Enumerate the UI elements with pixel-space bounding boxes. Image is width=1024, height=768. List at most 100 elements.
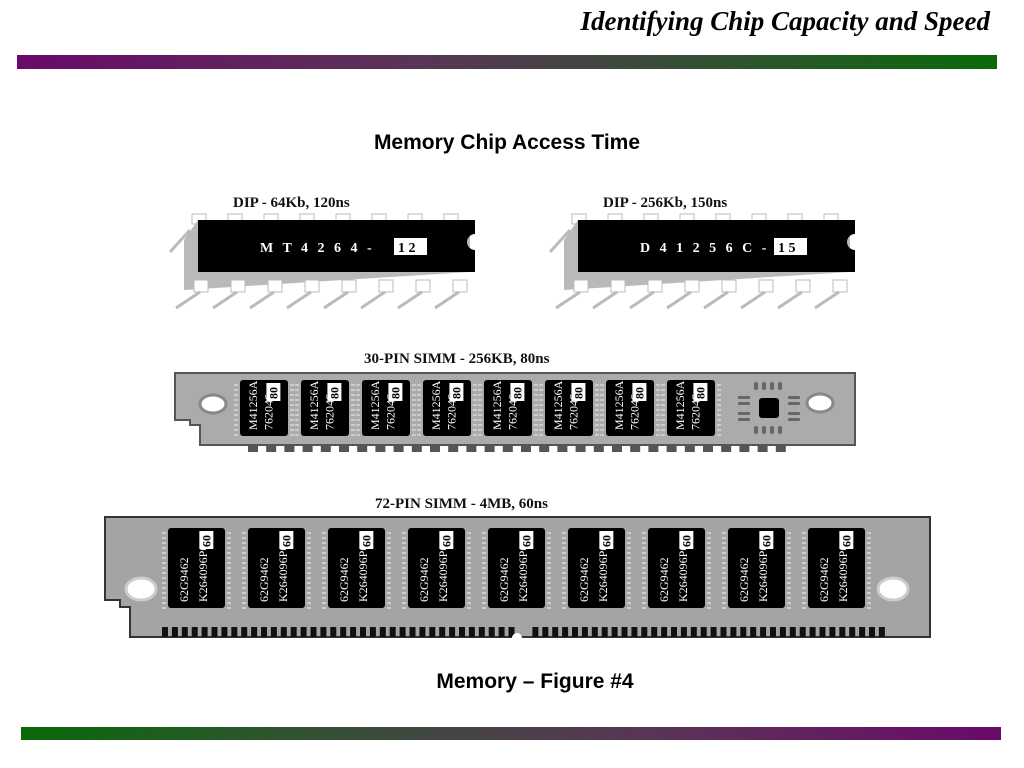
chip-lead (661, 404, 665, 406)
dip-part-number: D 4 1 2 5 6 C - (640, 241, 769, 256)
chip-lead (356, 434, 360, 436)
chip-lead (227, 542, 231, 544)
chip-lead (351, 414, 355, 416)
dip-bottom-pin (341, 279, 357, 293)
chip-lead (562, 607, 566, 609)
chip-lead (242, 547, 246, 549)
chip-lead (642, 607, 646, 609)
chip-lead (242, 587, 246, 589)
chip-lead (802, 552, 806, 554)
chip-lead (600, 419, 604, 421)
chip-lead (478, 409, 482, 411)
chip-lead (722, 547, 726, 549)
simm30-contact-pin (484, 444, 495, 452)
chip-lead (162, 547, 166, 549)
chip-lead (656, 384, 660, 386)
simm30-contact-pin (466, 444, 477, 452)
chip-speed-code: 60 (599, 535, 613, 547)
simm30-contact-pin (775, 444, 786, 452)
chip-lead (539, 399, 543, 401)
chip-lead (242, 562, 246, 564)
simm72-contact-pin (532, 627, 539, 637)
chip-lead (867, 542, 871, 544)
chip-lead (227, 577, 231, 579)
chip-lead (627, 557, 631, 559)
simm72-contact-pin (591, 627, 598, 637)
chip-lead (778, 382, 782, 390)
chip-lead (482, 587, 486, 589)
chip-lead (482, 582, 486, 584)
simm30-contact-pin (648, 444, 659, 452)
chip-lead (627, 532, 631, 534)
simm72-contact-pin (859, 627, 866, 637)
chip-lead (387, 562, 391, 564)
chip-lead (162, 552, 166, 554)
chip-speed-badge (759, 531, 774, 549)
chip-lead (656, 434, 660, 436)
chip-label-line1: 62G9462 (417, 557, 431, 602)
chip-lead (162, 592, 166, 594)
simm72-contact-pin (562, 627, 569, 637)
chip-lead (707, 567, 711, 569)
chip-lead (539, 389, 543, 391)
chip-lead (547, 582, 551, 584)
dip-bottom-pin (684, 279, 700, 293)
dip-bottom-pin (415, 279, 431, 293)
dip-bottom-pin (452, 279, 468, 293)
chip-lead (562, 577, 566, 579)
dip-speed-code: 1 2 (398, 241, 416, 256)
chip-lead (227, 567, 231, 569)
chip-lead (547, 602, 551, 604)
chip-lead (722, 607, 726, 609)
dip-bottom-pin (267, 279, 283, 293)
chip-lead (547, 577, 551, 579)
chip-lead (595, 424, 599, 426)
chip-lead (234, 394, 238, 396)
chip-label-line1: M41256A (490, 380, 504, 430)
chip-lead (717, 389, 721, 391)
chip-lead (787, 592, 791, 594)
chip-lead (627, 552, 631, 554)
chip-lead (656, 414, 660, 416)
chip-lead (562, 567, 566, 569)
chip-lead (717, 394, 721, 396)
chip-lead (387, 582, 391, 584)
chip-lead (482, 557, 486, 559)
chip-speed-code: 60 (839, 535, 853, 547)
chip-lead (356, 394, 360, 396)
chip-lead (412, 414, 416, 416)
chip-lead (534, 429, 538, 431)
chip-speed-code: 60 (439, 535, 453, 547)
chip-lead (402, 592, 406, 594)
chip-lead (595, 414, 599, 416)
chip-lead (707, 532, 711, 534)
simm72-contact-pin (162, 627, 168, 637)
chip-lead (787, 562, 791, 564)
chip-lead (802, 547, 806, 549)
chip-lead (717, 384, 721, 386)
chip-lead (322, 592, 326, 594)
chip-lead (467, 562, 471, 564)
chip-lead (661, 424, 665, 426)
chip-lead (417, 429, 421, 431)
slide-title: Identifying Chip Capacity and Speed (580, 6, 990, 36)
chip-lead (802, 562, 806, 564)
chip-lead (867, 567, 871, 569)
chip-lead (387, 597, 391, 599)
chip-lead (227, 602, 231, 604)
chip-lead (473, 414, 477, 416)
chip-lead (627, 582, 631, 584)
chip-lead (627, 547, 631, 549)
simm72-key-notch (512, 633, 522, 643)
simm72-contact-pin (191, 627, 198, 637)
chip-speed-badge (388, 383, 403, 401)
chip-label-line1: M41256A (429, 380, 443, 430)
chip-lead (227, 562, 231, 564)
chip-lead (307, 532, 311, 534)
chip-lead (478, 404, 482, 406)
chip-lead (234, 419, 238, 421)
chip-lead (227, 557, 231, 559)
dip-bottom-pin (378, 279, 394, 293)
chip-lead (867, 562, 871, 564)
